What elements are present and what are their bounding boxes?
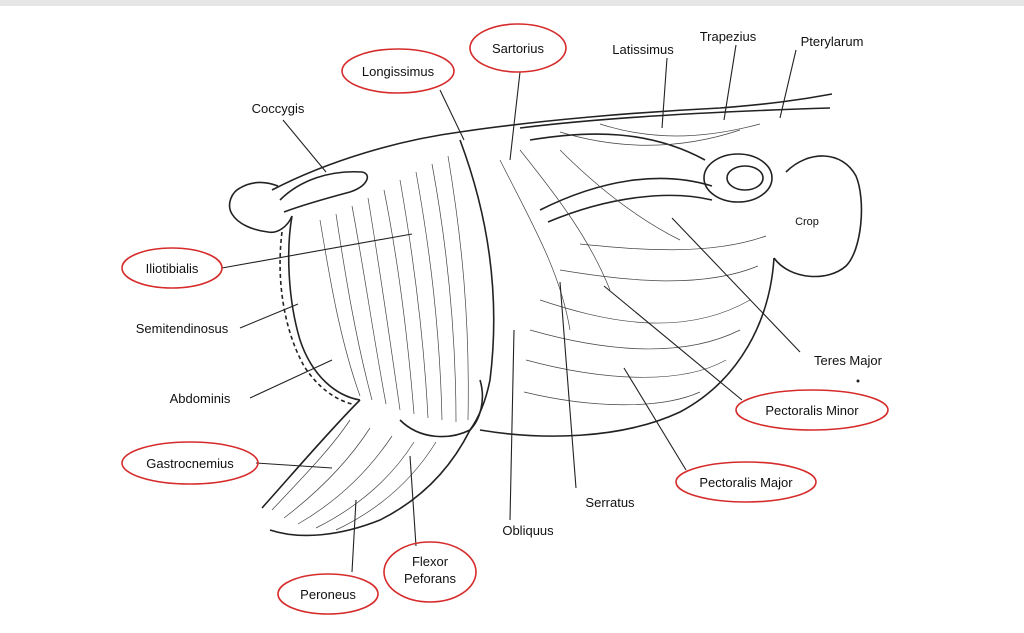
label-pectoralis-minor: Pectoralis Minor: [765, 403, 859, 418]
leader-peroneus: [351, 499, 357, 573]
back-contour-2: [519, 107, 831, 129]
highlight-ring-sartorius: [469, 23, 567, 73]
thigh-fibers: [319, 155, 469, 423]
highlight-iliotibialis: Iliotibialis: [121, 247, 223, 289]
highlight-ring-flexor-peforans: [383, 541, 477, 603]
label-peroneus: Peroneus: [300, 587, 356, 602]
shoulder-inner: [726, 165, 764, 191]
label-coccygis: Coccygis: [252, 101, 305, 116]
shank-fibers: [271, 419, 437, 531]
label-obliquus: Obliquus: [502, 523, 554, 538]
thigh-rear-dash: [279, 231, 353, 405]
leader-longissimus: [439, 89, 465, 141]
stray-dot: [856, 379, 860, 383]
highlight-ring-longissimus: [341, 48, 455, 94]
shoulder-joint: [703, 153, 773, 203]
leader-trapezius: [723, 44, 737, 121]
back-fibers: [499, 123, 761, 331]
latissimus-band: [529, 133, 706, 161]
tail-stump: [228, 181, 293, 234]
leader-teres-major: [671, 217, 801, 353]
label-pterylarum: Pterylarum: [801, 34, 864, 49]
leader-obliquus: [509, 329, 515, 521]
breast-fibers: [523, 235, 767, 406]
bird-illustration: [228, 93, 863, 537]
highlight-flexor-peforans: Flexor Peforans: [383, 541, 477, 603]
leader-pectoralis-minor: [603, 285, 743, 401]
highlight-ring-peroneus: [277, 573, 379, 615]
leader-lines: [221, 44, 801, 573]
coccygis-muscle: [279, 170, 369, 213]
label-semitendinosus: Semitendinosus: [136, 321, 229, 336]
shank-upper: [261, 399, 361, 509]
humerus-band-2: [547, 194, 713, 223]
highlight-ring-iliotibialis: [121, 247, 223, 289]
back-contour: [271, 93, 833, 191]
label-peforans: Peforans: [404, 571, 457, 586]
top-border-strip: [0, 0, 1024, 6]
label-serratus: Serratus: [585, 495, 635, 510]
highlight-peroneus: Peroneus: [277, 573, 379, 615]
humerus-band: [539, 177, 713, 211]
leader-coccygis: [282, 119, 327, 173]
leader-iliotibialis: [221, 233, 413, 269]
leader-abdominis: [249, 359, 333, 399]
label-pectoralis-major: Pectoralis Major: [699, 475, 793, 490]
label-sartorius: Sartorius: [492, 41, 545, 56]
leader-sartorius: [509, 71, 521, 161]
label-flexor: Flexor: [412, 554, 449, 569]
leader-pectoralis-major: [623, 367, 687, 471]
highlight-pectoralis-minor: Pectoralis Minor: [735, 389, 889, 431]
label-longissimus: Longissimus: [362, 64, 435, 79]
leader-latissimus: [661, 57, 668, 129]
leader-flexor: [409, 455, 417, 547]
leader-serratus: [559, 281, 577, 489]
highlight-pectoralis-major: Pectoralis Major: [675, 461, 817, 503]
highlight-ring-pectoralis-minor: [735, 389, 889, 431]
label-crop: Crop: [795, 216, 819, 228]
crop-bulge: [773, 155, 863, 278]
highlight-ring-pectoralis-major: [675, 461, 817, 503]
label-gastrocnemius: Gastrocnemius: [146, 456, 234, 471]
knee-contour: [399, 379, 484, 438]
label-teres-major: Teres Major: [814, 353, 883, 368]
highlight-sartorius: Sartorius: [469, 23, 567, 73]
leader-semitendinosus: [239, 303, 299, 329]
breast-contour: [479, 257, 775, 437]
label-iliotibialis: Iliotibialis: [146, 261, 199, 276]
highlight-longissimus: Longissimus: [341, 48, 455, 94]
shank-lower: [269, 429, 471, 537]
thigh-rear-contour: [287, 215, 361, 401]
label-latissimus: Latissimus: [612, 42, 674, 57]
thigh-front: [459, 139, 495, 431]
label-abdominis: Abdominis: [170, 391, 231, 406]
highlight-ring-gastrocnemius: [121, 441, 259, 485]
label-trapezius: Trapezius: [700, 29, 757, 44]
highlight-gastrocnemius: Gastrocnemius: [121, 441, 259, 485]
leader-pterylarum: [779, 49, 797, 119]
leader-gastrocnemius: [255, 462, 333, 469]
